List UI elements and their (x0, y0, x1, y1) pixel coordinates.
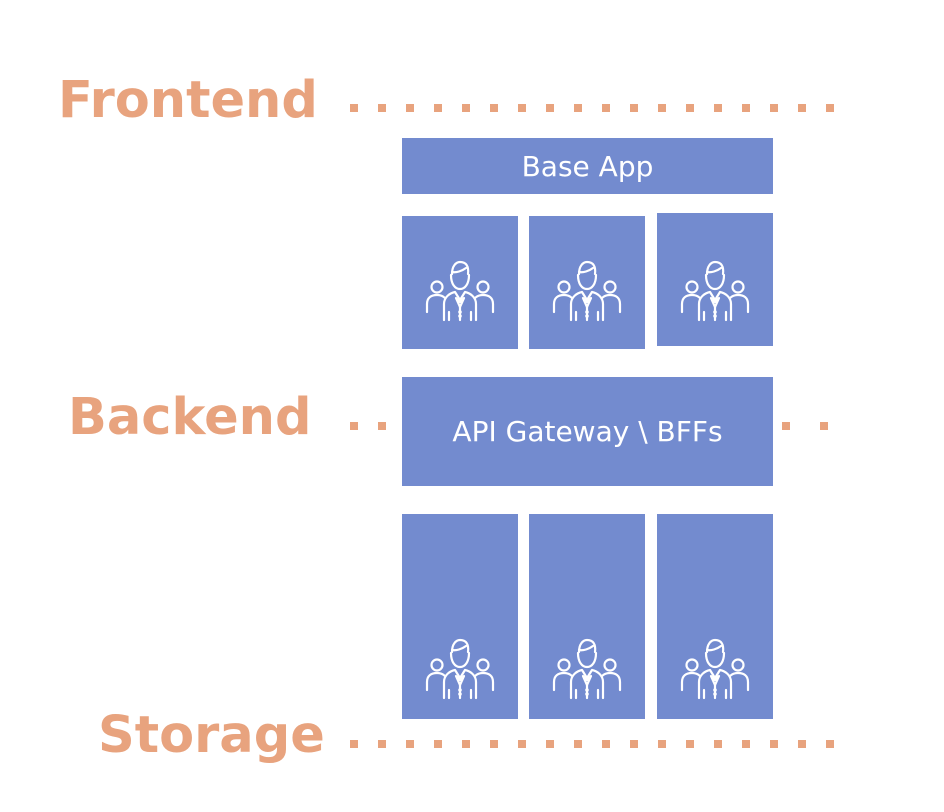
guide-dot (686, 740, 694, 748)
layer-label-storage: Storage (98, 706, 325, 765)
guide-dot (770, 104, 778, 112)
guide-dot (782, 422, 790, 430)
api-gateway-block: API Gateway \ BFFs (402, 377, 773, 486)
guide-dot (770, 740, 778, 748)
guide-dot (546, 104, 554, 112)
team-icon (552, 260, 622, 322)
backend-team-box (402, 514, 518, 719)
guide-dot (574, 740, 582, 748)
guide-dot (602, 740, 610, 748)
guide-dot (714, 104, 722, 112)
team-icon (425, 638, 495, 700)
guide-dot (490, 740, 498, 748)
guide-dot (742, 740, 750, 748)
guide-dot (490, 104, 498, 112)
team-icon (680, 260, 750, 322)
team-icon (425, 260, 495, 322)
layer-label-backend: Backend (68, 388, 312, 447)
layer-label-frontend: Frontend (58, 71, 318, 130)
frontend-team-box (657, 213, 773, 346)
backend-team-box (657, 514, 773, 719)
backend-team-box (529, 514, 645, 719)
guide-dot (434, 740, 442, 748)
guide-dot (686, 104, 694, 112)
guide-dot (574, 104, 582, 112)
guide-dot (350, 740, 358, 748)
frontend-team-box (529, 216, 645, 349)
guide-dot (350, 104, 358, 112)
guide-dot (378, 740, 386, 748)
guide-dot (630, 740, 638, 748)
guide-dot (798, 104, 806, 112)
base-app-block: Base App (402, 138, 773, 194)
guide-dot (798, 740, 806, 748)
guide-dot (658, 104, 666, 112)
guide-dot (462, 740, 470, 748)
guide-dot (820, 422, 828, 430)
guide-dot (518, 740, 526, 748)
guide-dot (630, 104, 638, 112)
guide-dot (378, 104, 386, 112)
team-icon (680, 638, 750, 700)
guide-dot (826, 740, 834, 748)
guide-dot (350, 422, 358, 430)
guide-dot (826, 104, 834, 112)
guide-dot (658, 740, 666, 748)
guide-dot (462, 104, 470, 112)
api-gateway-label: API Gateway \ BFFs (452, 415, 723, 448)
guide-dot (434, 104, 442, 112)
guide-dot (406, 104, 414, 112)
guide-dot (714, 740, 722, 748)
guide-dot (602, 104, 610, 112)
guide-dot (742, 104, 750, 112)
frontend-team-box (402, 216, 518, 349)
guide-dot (406, 740, 414, 748)
guide-dot (546, 740, 554, 748)
base-app-label: Base App (521, 149, 654, 183)
team-icon (552, 638, 622, 700)
guide-dot (378, 422, 386, 430)
guide-dot (518, 104, 526, 112)
